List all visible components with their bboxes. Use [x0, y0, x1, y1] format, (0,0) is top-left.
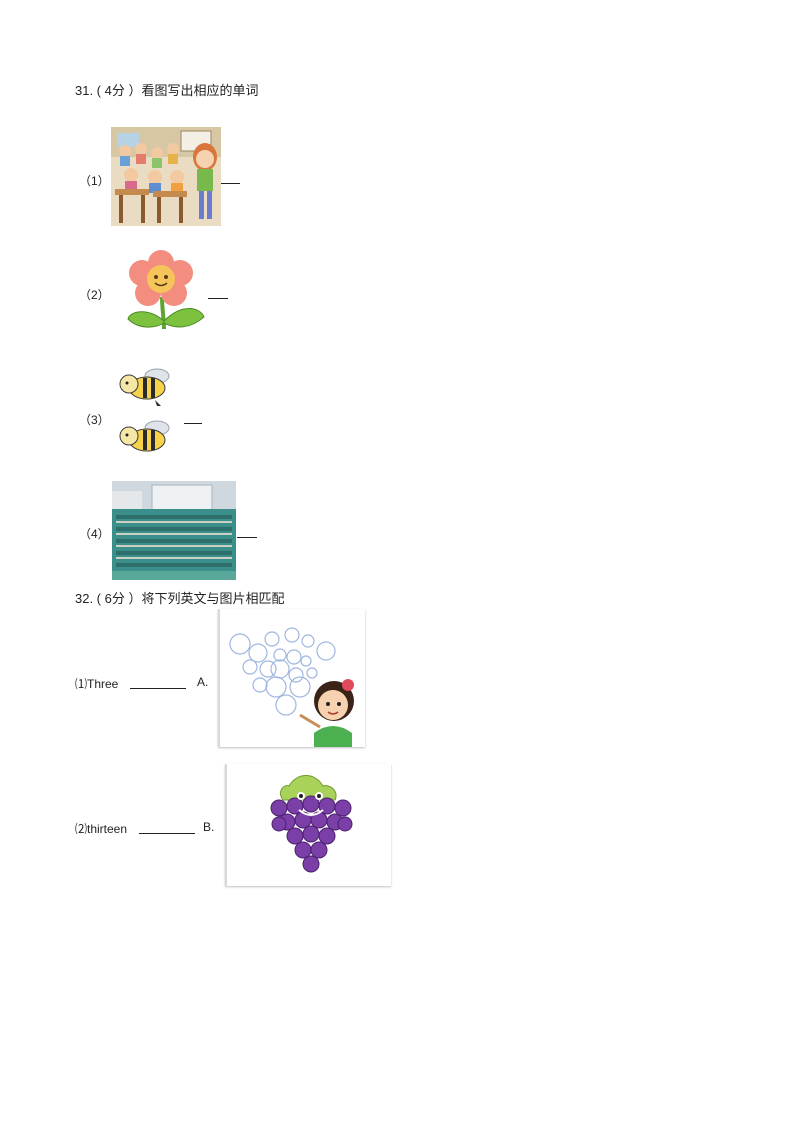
grapes-icon [270, 775, 353, 873]
q31-item-1-answer-blank[interactable] [221, 183, 240, 184]
q31-item-4-label: （4） [79, 527, 110, 541]
q31-item-3-answer-blank[interactable] [184, 423, 202, 424]
students-photo-icon [112, 481, 236, 580]
q31-item-2-label: （2） [79, 288, 110, 302]
q31-item-4-answer-blank[interactable] [237, 537, 257, 538]
flower-icon [124, 247, 207, 331]
question-31-title: 31. ( 4分 ）看图写出相应的单词 [75, 83, 259, 98]
q32-option-a-label: A. [197, 675, 209, 689]
question-32-title: 32. ( 6分 ）将下列英文与图片相匹配 [75, 591, 285, 606]
bees-icon [117, 366, 179, 466]
q32-item-1-text: ⑴Three [75, 677, 119, 691]
q32-item-2-text: ⑵thirteen [75, 822, 128, 836]
q32-item-2-answer-blank[interactable] [139, 833, 195, 834]
q31-item-2-answer-blank[interactable] [208, 298, 228, 299]
q32-option-b-label: B. [203, 820, 215, 834]
bubbles-girl-icon [229, 627, 354, 747]
q31-item-1-label: （1） [79, 174, 110, 188]
q32-item-1-answer-blank[interactable] [130, 688, 186, 689]
grapes-picture [225, 764, 391, 886]
bubbles-girl-picture [218, 609, 365, 747]
q31-item-3-label: （3） [79, 413, 110, 427]
classroom-icon [111, 127, 221, 226]
